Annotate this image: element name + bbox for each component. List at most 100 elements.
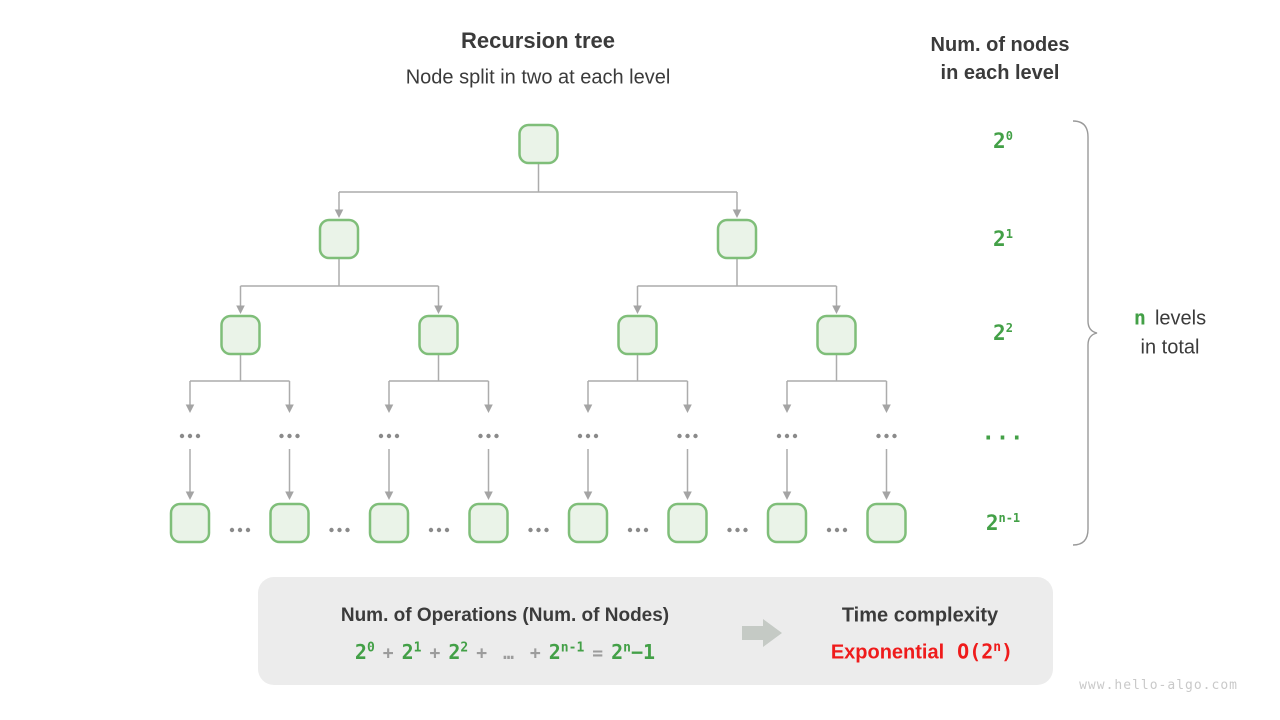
ellipsis-dot: [337, 527, 342, 533]
formula-operator: …: [503, 643, 514, 664]
formula-operator: =: [592, 643, 604, 664]
ellipsis-dot: [237, 527, 243, 533]
arrowhead: [683, 491, 692, 500]
ellipsis-dot: [287, 433, 292, 439]
arrowhead: [185, 491, 195, 500]
ellipsis-dot: [842, 527, 848, 533]
ellipsis-dot: [776, 433, 782, 439]
formula-operator: +: [382, 643, 394, 664]
tree-node: [816, 314, 857, 356]
ellipsis-dot: [345, 527, 350, 533]
formula-operator: +: [476, 643, 488, 664]
operations-title: Num. of Operations (Num. of Nodes): [340, 605, 670, 626]
ellipsis-dot: [279, 433, 284, 439]
arrowhead: [832, 305, 841, 314]
nodes-per-level-header: Num. of nodes in each level: [931, 31, 1070, 87]
ellipsis-dot: [784, 433, 790, 439]
ellipsis-dot: [643, 527, 649, 533]
ellipsis-dot: [685, 433, 690, 439]
tree-node: [667, 502, 708, 544]
ellipsis-dot: [536, 527, 541, 533]
operations-formula: 20+21+22+…+2n-1=2n−1: [355, 640, 655, 664]
arrowhead: [683, 404, 692, 413]
tree-node: [318, 218, 360, 260]
arrowhead: [782, 491, 792, 500]
brace-note-line2: in total: [1140, 336, 1200, 359]
level-label: 2n-1: [985, 511, 1021, 535]
formula-operator: +: [429, 643, 441, 664]
ellipsis-dot: [727, 527, 732, 533]
tree-node: [220, 314, 261, 356]
formula-term: 22: [448, 640, 469, 664]
time-complexity-title: Time complexity: [841, 604, 999, 627]
arrowhead: [782, 404, 792, 413]
ellipsis-dot: [378, 433, 384, 439]
summary-box: Num. of Operations (Num. of Nodes) 20 +21…: [258, 577, 1053, 685]
formula-term: 2n−1: [611, 640, 656, 664]
ellipsis-dot: [635, 527, 641, 533]
tree-node: [169, 502, 211, 544]
ellipsis-dot: [792, 433, 798, 439]
ellipsis-dot: [187, 433, 193, 439]
ellipsis-dot: [585, 433, 591, 439]
ellipsis-dot: [486, 433, 491, 439]
tree-node: [766, 502, 808, 544]
brace: [1072, 120, 1098, 546]
arrowhead: [583, 404, 593, 413]
ellipsis-dot: [494, 433, 499, 439]
nodes-per-level-header-line2: in each level: [940, 62, 1060, 84]
tree-node: [368, 502, 410, 544]
arrowhead: [334, 209, 344, 218]
arrowhead: [285, 491, 294, 500]
arrowhead: [434, 305, 443, 314]
tree-node: [468, 502, 509, 544]
ellipsis-dot: [229, 527, 235, 533]
ellipsis-dot: [295, 433, 300, 439]
arrowhead: [185, 404, 195, 413]
ellipsis-dot: [179, 433, 185, 439]
arrowhead: [633, 305, 642, 314]
ellipsis-dot: [677, 433, 682, 439]
implies-arrow-icon: [742, 619, 782, 647]
formula-term: 20: [354, 640, 375, 664]
arrowhead: [384, 491, 394, 500]
ellipsis-dot: [436, 527, 442, 533]
ellipsis-dot: [884, 433, 889, 439]
arrowhead: [882, 491, 891, 500]
tree-node: [269, 502, 310, 544]
ellipsis-dot: [444, 527, 450, 533]
tree-node: [518, 123, 559, 165]
n-highlight: n: [1133, 305, 1146, 330]
nodes-per-level-header-line1: Num. of nodes: [930, 34, 1070, 56]
tree-node: [617, 314, 658, 356]
arrowhead: [236, 305, 245, 314]
ellipsis-dot: [892, 433, 897, 439]
ellipsis-dot: [528, 527, 533, 533]
level-label: ...: [981, 420, 1025, 446]
arrowhead: [882, 404, 891, 413]
ellipsis-dot: [826, 527, 832, 533]
ellipsis-dot: [876, 433, 881, 439]
tree-node: [716, 218, 758, 260]
level-label: 21: [993, 227, 1013, 251]
ellipsis-dot: [245, 527, 251, 533]
ellipsis-dot: [478, 433, 483, 439]
ellipsis-dot: [743, 527, 748, 533]
arrowhead: [583, 491, 593, 500]
ellipsis-dot: [735, 527, 740, 533]
formula-term: 21: [401, 640, 422, 664]
brace-note-word: levels: [1154, 307, 1207, 330]
arrowhead: [384, 404, 394, 413]
arrowhead: [732, 209, 742, 218]
ellipsis-dot: [428, 527, 434, 533]
tree-node: [866, 502, 907, 544]
ellipsis-dot: [693, 433, 698, 439]
arrowhead: [484, 404, 493, 413]
figure-title: Recursion tree: [460, 28, 616, 53]
ellipsis-dot: [544, 527, 549, 533]
arrowhead: [285, 404, 294, 413]
level-label: 22: [993, 321, 1013, 345]
